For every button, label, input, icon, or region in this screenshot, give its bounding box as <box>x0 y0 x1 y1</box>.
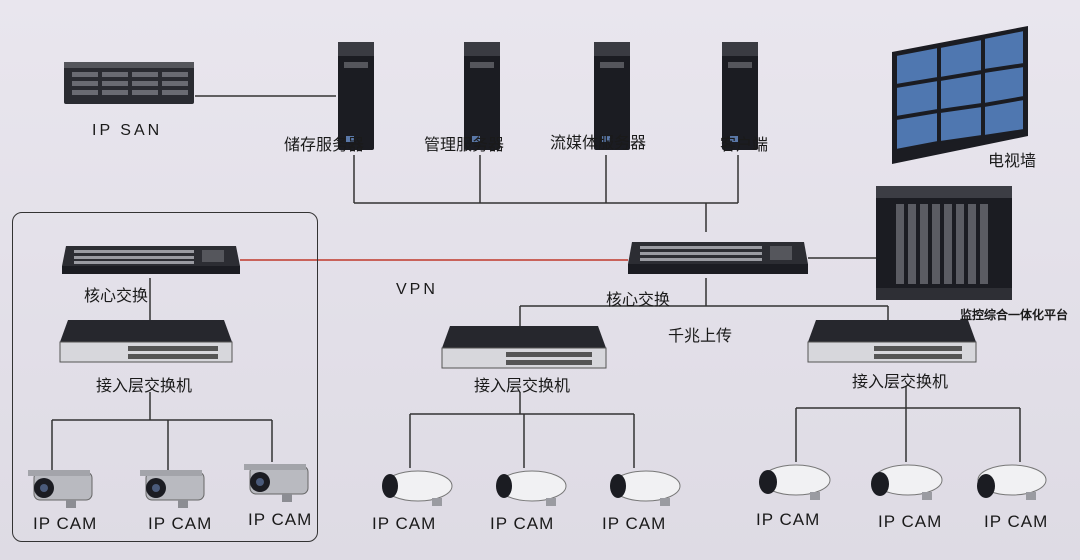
video-wall-label: 电视墙 <box>988 151 1037 170</box>
ip-camera-icon <box>140 470 205 508</box>
ip-cam-label: IP CAM <box>756 510 821 529</box>
client-label: 客户端 <box>720 135 769 154</box>
access-switch-mid-label: 接入层交换机 <box>474 376 571 395</box>
ip-cam-label: IP CAM <box>984 512 1049 531</box>
gigabit-uplink-label: 千兆上传 <box>668 326 733 345</box>
ip-camera-icon <box>382 470 453 506</box>
streaming-server-icon <box>594 42 630 150</box>
access-switch-right-label: 接入层交换机 <box>852 372 949 391</box>
ip-san-label: IP SAN <box>92 122 163 139</box>
ip-cam-label: IP CAM <box>33 514 98 533</box>
streaming-server-label: 流媒体服务器 <box>550 133 647 152</box>
ip-san-storage-icon <box>64 62 194 104</box>
platform-label: 监控综合一体化平台 <box>960 308 1069 322</box>
ip-camera-icon <box>871 464 943 500</box>
access-switch-right-icon <box>807 320 977 363</box>
core-switch-center-icon <box>628 242 808 274</box>
management-server-label: 管理服务器 <box>424 135 505 154</box>
ip-cam-label: IP CAM <box>602 514 667 533</box>
storage-server-label: 储存服务器 <box>284 135 365 154</box>
monitoring-platform-icon <box>876 186 1012 300</box>
access-switch-left-icon <box>59 320 233 363</box>
storage-server-icon <box>338 42 374 150</box>
ip-camera-icon <box>759 464 831 500</box>
ip-cam-label: IP CAM <box>148 514 213 533</box>
core-switch-left-icon <box>62 246 240 274</box>
ip-camera-icon <box>977 464 1047 500</box>
client-pc-icon <box>722 42 758 150</box>
ip-camera-icon <box>244 464 309 502</box>
ip-camera-icon <box>496 470 567 506</box>
core-switch-left-label: 核心交换 <box>84 286 149 305</box>
video-wall-icon <box>892 26 1028 164</box>
ip-cam-label: IP CAM <box>490 514 555 533</box>
ip-cam-label: IP CAM <box>248 510 313 529</box>
access-switch-mid-icon <box>441 326 607 369</box>
core-switch-center-label: 核心交换 <box>606 290 671 309</box>
access-switch-left-label: 接入层交换机 <box>96 376 193 395</box>
ip-camera-icon <box>28 470 93 508</box>
remote-site-group <box>12 212 318 542</box>
ip-cam-label: IP CAM <box>372 514 437 533</box>
vpn-label: VPN <box>396 281 438 298</box>
management-server-icon <box>464 42 500 150</box>
ip-cam-label: IP CAM <box>878 512 943 531</box>
ip-camera-icon <box>610 470 681 506</box>
